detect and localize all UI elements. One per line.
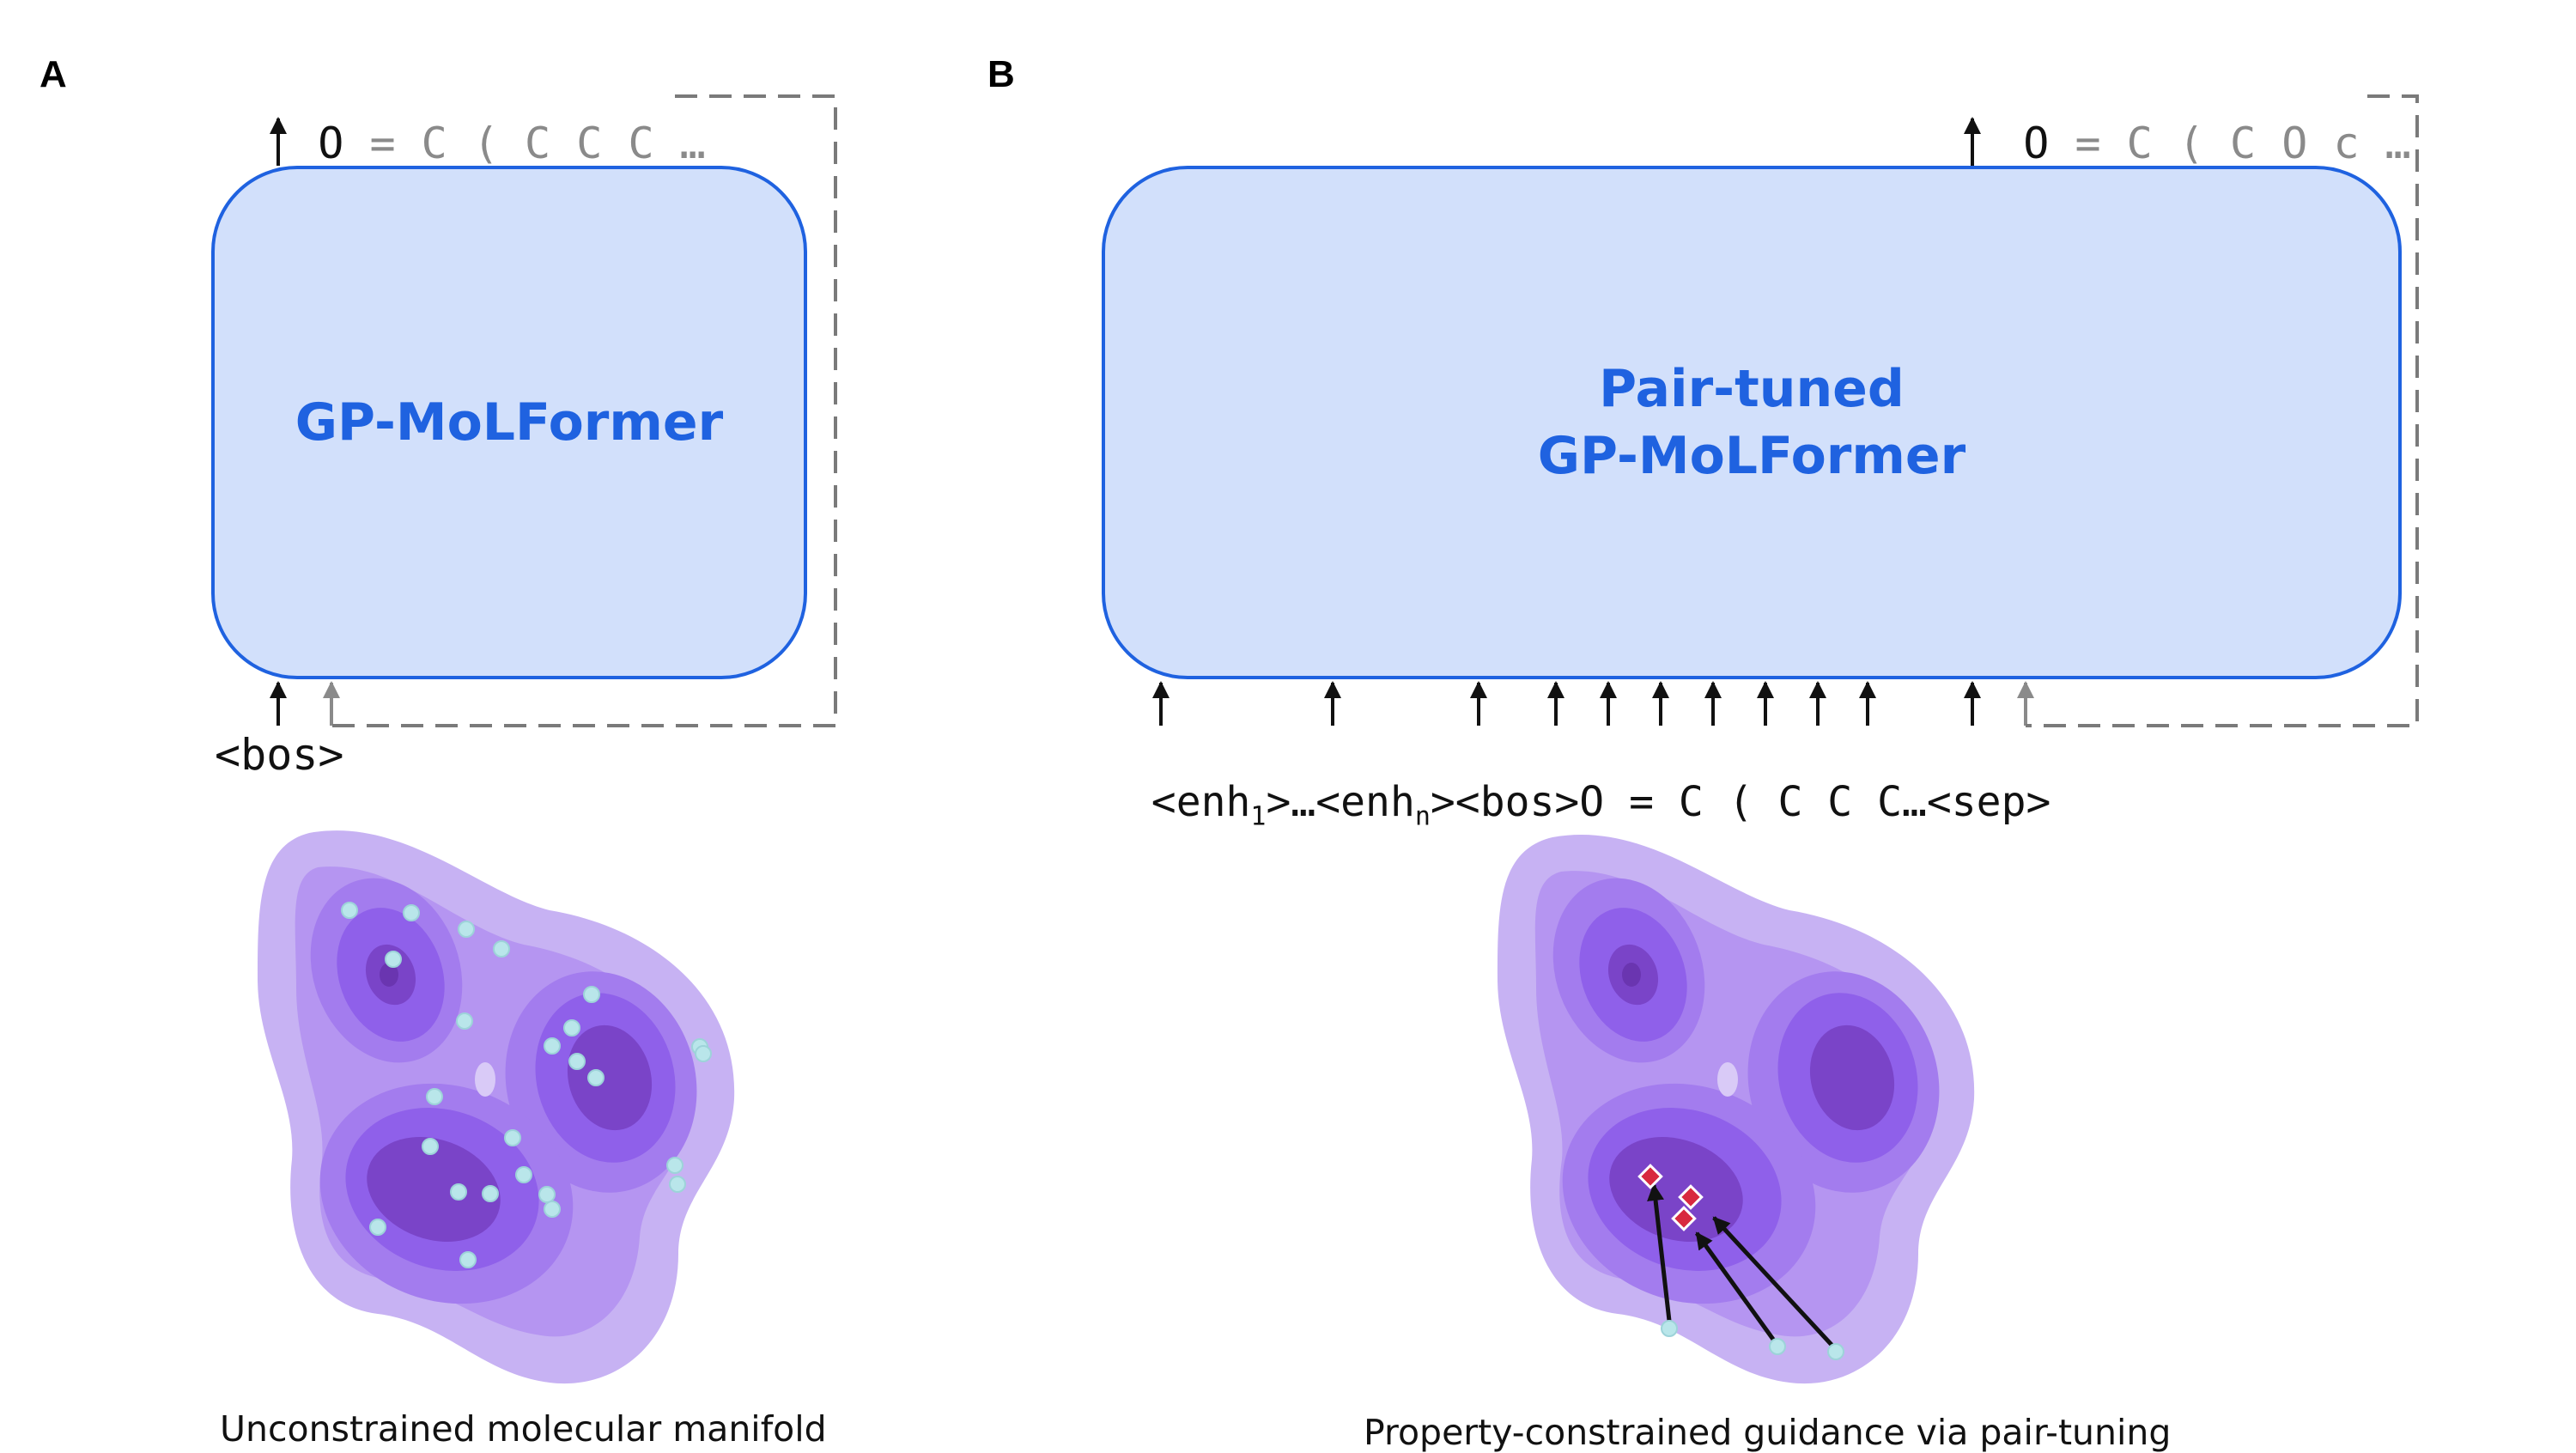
sample-point [515,1166,532,1183]
sample-point [538,1186,556,1203]
model-title-b-line2: GP-MoLFormer [1537,426,1966,486]
gp-molformer-box: GP-MoLFormer [211,166,807,679]
output-token-a-first: O [318,119,344,168]
output-tokens-a: O = C ( C C C … [266,69,706,168]
enhn-subscript: n [1414,801,1431,832]
molecular-manifold-b [1498,834,1975,1384]
guidance-arrow [1694,1231,1777,1342]
sample-point [403,904,420,921]
pair-tuned-gp-molformer-box: Pair-tuned GP-MoLFormer [1102,166,2402,679]
panel-label-b: B [987,53,1015,95]
sample-point [504,1129,521,1146]
contour-peak-top-b-core [1622,963,1641,987]
sample-point [341,902,358,919]
output-token-b-rest: = C ( C O c … [2075,119,2411,168]
output-token-b-first: O [2023,119,2050,168]
sample-point [666,1157,683,1174]
sample-point [369,1219,386,1236]
caption-b: Property-constrained guidance via pair-t… [1364,1412,2172,1453]
enh1-subscript: 1 [1250,801,1267,832]
sample-point [544,1201,561,1218]
optimized-molecule [1637,1164,1663,1189]
feedback-loop-b [2026,94,2419,727]
sample-point [583,986,600,1003]
input-arrows-b [1152,681,1981,726]
feedback-loop-a [331,94,837,727]
input-tokens-b-rest: ><bos>O = C ( C C C…<sep> [1430,778,2051,826]
contour-peak-bottom-a-core [367,1137,501,1242]
output-token-a-rest: = C ( C C C … [369,119,706,168]
sample-point [568,1053,586,1070]
optimized-molecule [1671,1206,1697,1231]
panel-label-a: A [39,53,67,95]
sample-point [1661,1320,1678,1337]
enh-middle: >…<enh [1266,778,1415,826]
molecular-manifold-a [258,830,735,1384]
input-tokens-a: <bos> [215,730,344,780]
model-title-a: GP-MoLFormer [295,392,724,453]
sample-point [482,1185,499,1202]
sample-point [669,1176,686,1193]
guidance-arrow [1712,1216,1834,1347]
caption-a: Unconstrained molecular manifold [220,1408,827,1450]
sample-point [459,1251,477,1268]
sample-point [456,1012,473,1030]
sample-point [422,1138,439,1155]
sample-point [695,1045,712,1062]
contour-saddle-a [475,1062,495,1097]
sample-point [426,1088,443,1105]
contour-peak-bottom-b-core [1609,1137,1743,1242]
optimized-points-b [1637,1164,1704,1231]
contour-peak-right-b-core [1809,1024,1895,1131]
guidance-arrows [1647,1183,1834,1347]
enh1-open: <enh [1151,778,1251,826]
contour-peak-right-a-core [567,1024,653,1131]
model-title-b: Pair-tuned GP-MoLFormer [1538,356,1965,489]
sample-point [1827,1343,1844,1360]
sample-point [563,1019,580,1037]
optimized-molecule [1678,1184,1704,1210]
start-points-b [1661,1320,1844,1360]
sample-point [493,940,510,958]
contour-saddle-b [1717,1062,1738,1097]
sample-point [450,1183,467,1201]
contour-peak-top-a-core [380,963,398,987]
sample-point [385,951,402,968]
sample-point [544,1037,561,1055]
sample-point [458,921,475,938]
sample-point [1769,1338,1786,1355]
sample-point [587,1069,605,1086]
guidance-arrow [1647,1183,1672,1322]
output-tokens-b: O = C ( C O c … [1971,69,2411,168]
model-title-b-line1: Pair-tuned [1599,359,1905,419]
sample-points-a [341,902,712,1268]
input-tokens-b: <enh1>…<enhn><bos>O = C ( C C C…<sep> [1102,730,2051,832]
